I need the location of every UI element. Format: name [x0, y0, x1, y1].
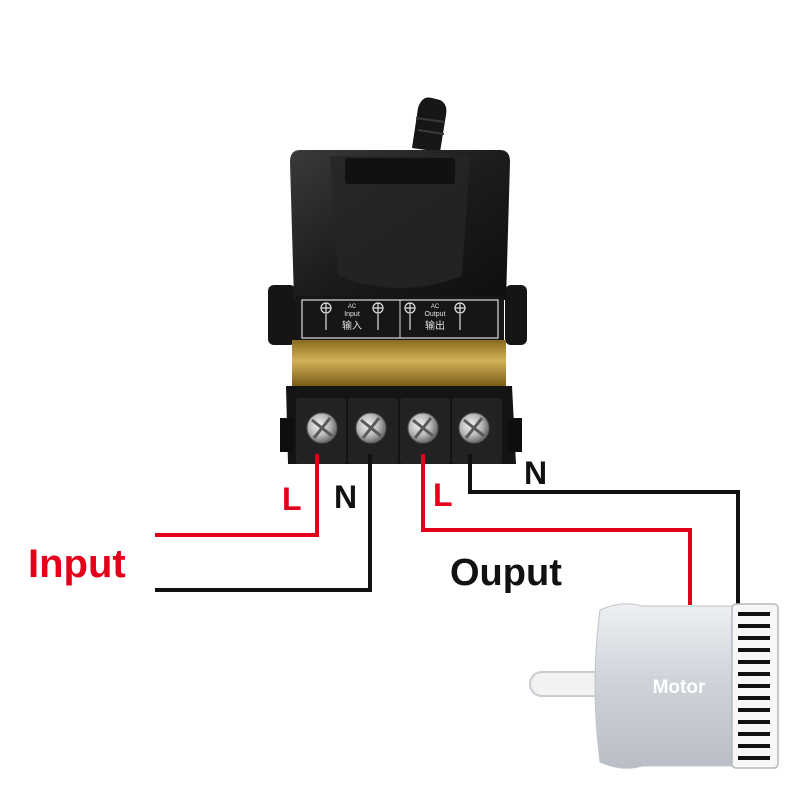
- antenna-icon: [412, 97, 447, 152]
- motor-vents: [738, 612, 770, 760]
- input-neutral-wire: [155, 454, 372, 592]
- output-neutral-label: N: [524, 455, 548, 491]
- panel-ac-left: AC: [348, 304, 357, 310]
- input-label: Input: [28, 542, 126, 586]
- panel-input-label: Input: [344, 311, 360, 318]
- panel-output-label: Output: [424, 311, 445, 318]
- wires: [155, 454, 740, 610]
- input-live-wire: [155, 454, 319, 537]
- input-neutral-label: N: [334, 479, 358, 515]
- relay-module: AC Input 输入 AC Output 输出: [268, 150, 527, 464]
- plus-terminal-icon: [320, 302, 466, 330]
- panel-input-cn: 输入: [342, 319, 362, 332]
- screw-terminal-icon: [306, 412, 490, 444]
- output-live-wire: [421, 454, 692, 605]
- output-live-label: L: [433, 477, 453, 513]
- panel-output-cn: 输出: [425, 319, 445, 332]
- motor: Motor: [529, 603, 779, 769]
- output-neutral-wire: [468, 454, 740, 610]
- panel-ac-right: AC: [431, 304, 440, 310]
- brass-strip: [292, 340, 506, 386]
- input-live-label: L: [282, 481, 302, 517]
- output-label: Ouput: [450, 552, 562, 594]
- motor-label: Motor: [653, 677, 706, 698]
